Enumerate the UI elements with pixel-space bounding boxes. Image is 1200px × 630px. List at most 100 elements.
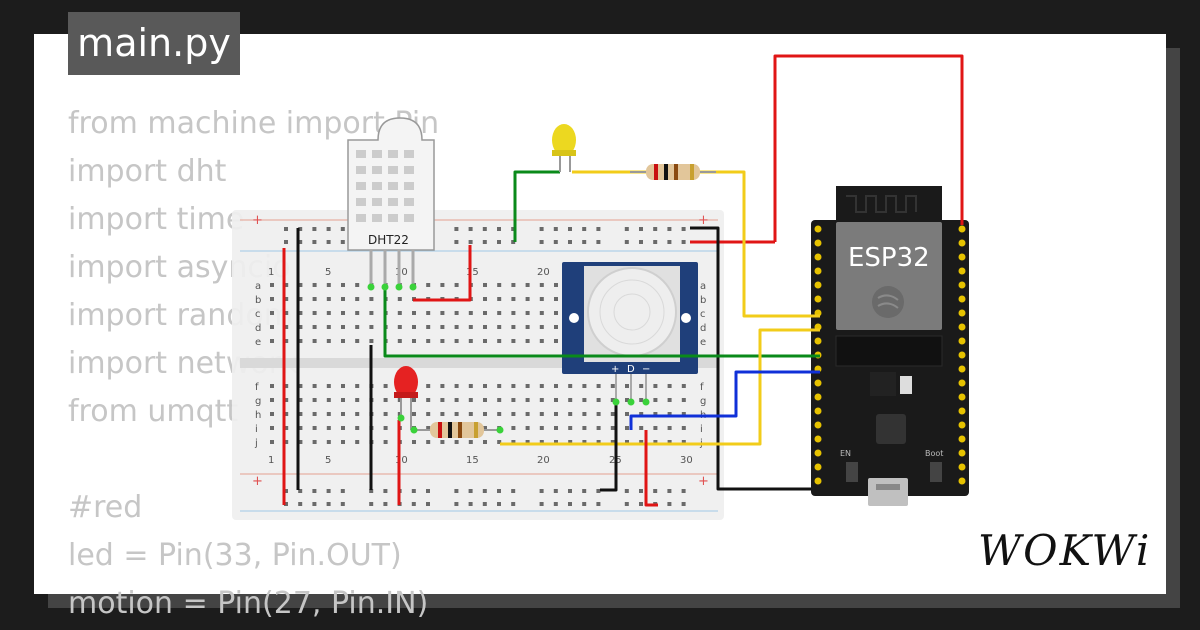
header-pin[interactable] <box>958 393 966 401</box>
breadboard-hole <box>511 440 516 444</box>
header-pin[interactable] <box>814 337 822 345</box>
esp32-board[interactable]: ESP32 EN Boot <box>811 186 969 506</box>
breadboard-hole <box>625 398 629 402</box>
resistor[interactable] <box>414 422 500 438</box>
breadboard-hole <box>341 339 345 343</box>
header-pin[interactable] <box>958 435 966 443</box>
en-button[interactable] <box>846 462 858 482</box>
breadboard-hole <box>667 412 672 416</box>
breadboard-hole <box>426 502 430 506</box>
breadboard-hole <box>653 412 658 416</box>
resistor[interactable] <box>630 164 716 180</box>
breadboard-hole <box>270 412 274 416</box>
header-pin[interactable] <box>958 407 966 415</box>
breadboard-hole <box>355 325 360 329</box>
header-pin[interactable] <box>958 239 966 247</box>
breadboard-hole <box>270 384 274 388</box>
header-pin[interactable] <box>814 225 822 233</box>
header-pin[interactable] <box>814 393 822 401</box>
header-pin[interactable] <box>958 267 966 275</box>
breadboard-hole <box>653 440 658 444</box>
header-pin[interactable] <box>814 281 822 289</box>
header-pin[interactable] <box>958 477 966 485</box>
black-wire[interactable] <box>600 402 618 492</box>
code-line: from machine import Pin <box>68 106 440 141</box>
header-pin[interactable] <box>814 379 822 387</box>
blue-wire[interactable] <box>629 370 820 430</box>
breadboard-hole <box>397 297 402 301</box>
breadboard-hole <box>284 412 289 416</box>
breadboard-hole <box>454 398 459 402</box>
breadboard-hole <box>667 489 672 493</box>
breadboard-hole <box>667 384 672 388</box>
yellow-wire[interactable] <box>500 328 820 446</box>
boot-button[interactable] <box>930 462 942 482</box>
header-pin[interactable] <box>814 267 822 275</box>
header-pin[interactable] <box>958 309 966 317</box>
breadboard-hole <box>326 489 331 493</box>
breadboard-hole <box>312 426 317 430</box>
breadboard-hole <box>298 502 303 506</box>
breadboard-hole <box>539 412 544 416</box>
breadboard-hole <box>511 426 516 430</box>
header-pin[interactable] <box>958 253 966 261</box>
header-pin[interactable] <box>958 449 966 457</box>
header-pin[interactable] <box>814 295 822 303</box>
red-wire[interactable] <box>644 430 658 507</box>
header-pin[interactable] <box>958 337 966 345</box>
header-pin[interactable] <box>958 225 966 233</box>
breadboard-hole <box>483 426 487 430</box>
breadboard-hole <box>483 325 487 329</box>
header-pin[interactable] <box>814 449 822 457</box>
header-pin[interactable] <box>958 295 966 303</box>
breadboard-hole <box>497 412 502 416</box>
header-pin[interactable] <box>958 365 966 373</box>
green-wire[interactable] <box>383 290 820 358</box>
black-wire[interactable] <box>690 226 811 491</box>
red-wire[interactable] <box>773 54 964 242</box>
header-pin[interactable] <box>814 477 822 485</box>
breadboard-hole <box>426 339 431 343</box>
yellow-led[interactable] <box>552 124 576 172</box>
breadboard-hole <box>397 398 402 402</box>
breadboard-hole <box>312 240 317 244</box>
rail-plus-label: + <box>698 213 709 228</box>
header-pin[interactable] <box>814 407 822 415</box>
header-pin[interactable] <box>814 463 822 471</box>
row-letter: d <box>700 323 706 334</box>
code-line: motion = Pin(27, Pin.IN) <box>68 586 429 621</box>
breadboard-hole <box>369 339 374 343</box>
header-pin[interactable] <box>814 239 822 247</box>
header-pin[interactable] <box>958 379 966 387</box>
breadboard-hole <box>411 502 416 506</box>
row-letter: c <box>700 309 706 320</box>
header-pin[interactable] <box>814 253 822 261</box>
header-pin[interactable] <box>958 463 966 471</box>
header-pin[interactable] <box>958 323 966 331</box>
header-pin[interactable] <box>958 351 966 359</box>
breadboard-hole <box>468 240 473 244</box>
breadboard-hole <box>270 440 274 444</box>
breadboard-hole <box>539 426 544 430</box>
green-wire[interactable] <box>513 170 560 242</box>
breadboard-hole <box>454 412 459 416</box>
breadboard-hole <box>667 240 672 244</box>
header-pin[interactable] <box>958 421 966 429</box>
breadboard-hole <box>525 440 530 444</box>
breadboard-hole <box>284 240 288 244</box>
header-pin[interactable] <box>958 281 966 289</box>
breadboard-hole <box>554 426 558 430</box>
breadboard-hole <box>369 311 374 315</box>
breadboard-hole <box>483 384 487 388</box>
dht22-sensor[interactable]: DHT22 <box>347 117 435 286</box>
header-pin[interactable] <box>814 435 822 443</box>
breadboard-hole <box>582 426 587 430</box>
breadboard-hole <box>326 502 331 506</box>
header-pin[interactable] <box>814 421 822 429</box>
breadboard-hole <box>440 283 445 287</box>
breadboard-hole <box>284 339 289 343</box>
breadboard-hole <box>284 502 288 506</box>
breadboard-hole <box>298 227 303 231</box>
red-wire[interactable] <box>413 245 472 302</box>
